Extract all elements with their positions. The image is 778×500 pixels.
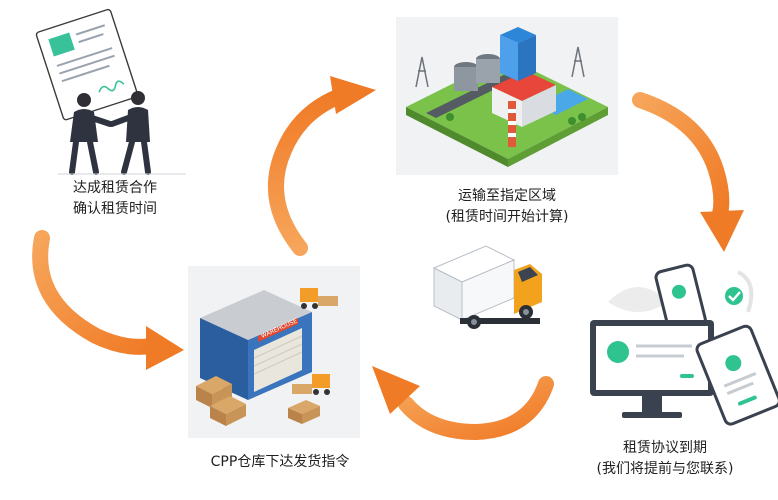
- arrow-to-industrial-zone: [267, 76, 376, 256]
- industrial-zone-illustration: [396, 17, 618, 175]
- arrow-to-devices: [632, 92, 744, 252]
- truck-illustration: [430, 240, 546, 332]
- step-1-line2: 确认租赁时间: [73, 201, 157, 217]
- step-4-caption: CPP仓库下达发货指令: [196, 452, 364, 473]
- step-2-line2: (租赁时间开始计算): [445, 209, 569, 225]
- arrow-to-warehouse-return: [372, 366, 554, 441]
- step-2-caption: 运输至指定区域 (租赁时间开始计算): [432, 186, 582, 228]
- step-3-line2: (我们将提前与您联系): [596, 461, 734, 477]
- step-4-line1: CPP仓库下达发货指令: [210, 454, 350, 470]
- step-1-line1: 达成租赁合作: [73, 180, 157, 196]
- arrow-to-warehouse: [32, 230, 184, 370]
- step-3-caption: 租赁协议到期 (我们将提前与您联系): [590, 438, 740, 480]
- handshake-illustration: [18, 8, 188, 180]
- warehouse-illustration: WAREHOUSE: [188, 266, 360, 438]
- step-3-line1: 租赁协议到期: [623, 440, 707, 456]
- step-2-line1: 运输至指定区域: [458, 188, 556, 204]
- step-1-caption: 达成租赁合作 确认租赁时间: [55, 178, 175, 220]
- devices-illustration: [588, 262, 778, 432]
